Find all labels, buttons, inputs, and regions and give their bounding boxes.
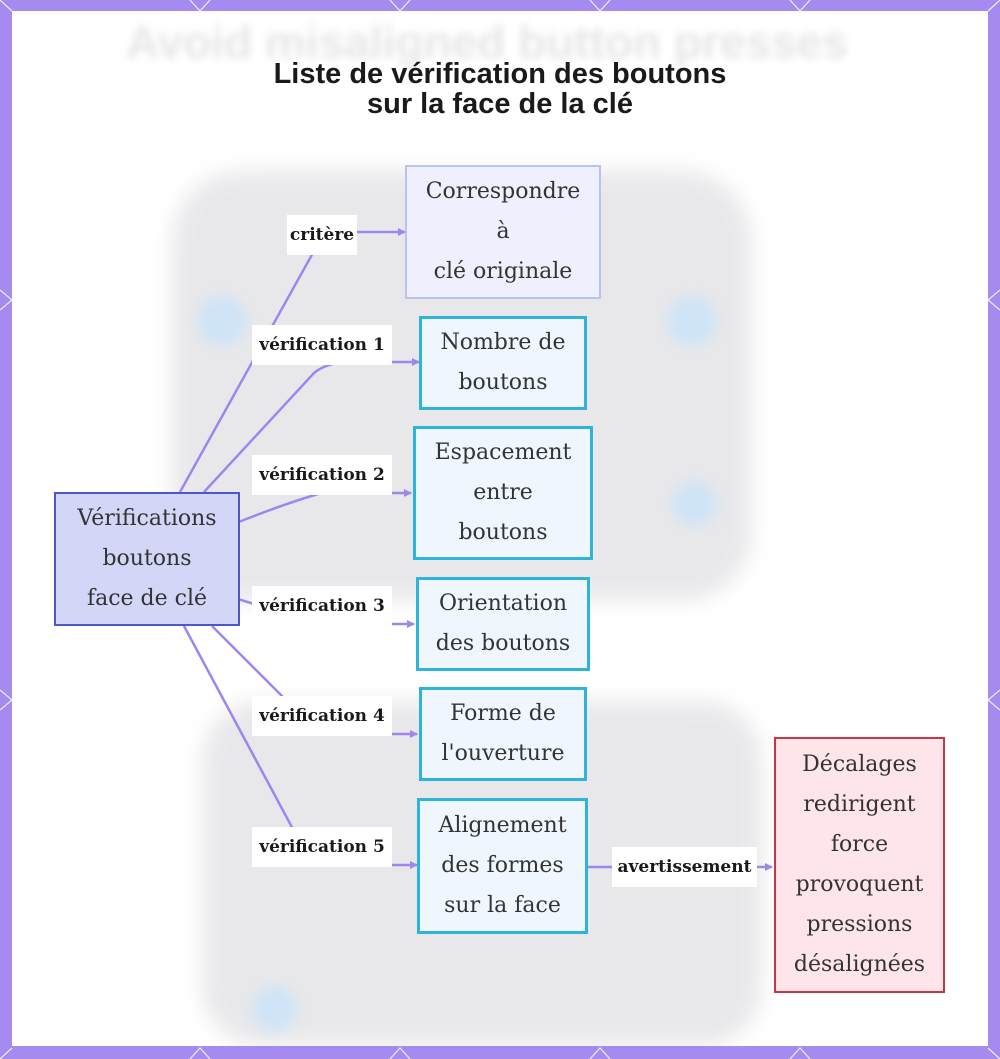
node-check1-line: boutons	[458, 363, 547, 403]
node-check4: Forme de l'ouverture	[419, 687, 587, 781]
node-check2-line: Espacement	[435, 433, 572, 473]
node-check5-line: Alignement	[438, 806, 566, 846]
edge-check2	[236, 493, 411, 523]
edge-label-criterion: critère	[287, 215, 357, 255]
edge-label-check3: vérification 3	[252, 586, 392, 626]
node-check2-line: boutons	[458, 513, 547, 553]
node-root: Vérifications boutons face de clé	[54, 492, 240, 626]
node-warning-line: désalignées	[794, 945, 925, 985]
node-warning-line: Décalages	[802, 745, 917, 785]
node-root-line: face de clé	[87, 579, 207, 619]
node-check4-line: Forme de	[450, 694, 556, 734]
node-check3-line: des boutons	[436, 624, 570, 664]
node-check5: Alignement des formes sur la face	[417, 798, 588, 934]
node-check2-line: entre	[473, 473, 533, 513]
node-criterion-line: clé originale	[434, 252, 573, 292]
diagram-canvas: Avoid misaligned button presses Liste de…	[12, 11, 988, 1046]
edge-label-check5: vérification 5	[252, 827, 392, 867]
edge-label-warning: avertissement	[612, 847, 757, 887]
node-check5-line: des formes	[441, 846, 563, 886]
node-check3-line: Orientation	[439, 584, 567, 624]
node-check1: Nombre de boutons	[419, 316, 587, 410]
node-root-line: boutons	[102, 539, 191, 579]
node-warning-line: pressions	[807, 905, 913, 945]
node-criterion-line: à	[496, 212, 509, 252]
node-warning-line: redirigent	[803, 785, 915, 825]
node-check1-line: Nombre de	[440, 323, 565, 363]
node-check4-line: l'ouverture	[441, 734, 564, 774]
node-warning: Décalages redirigent force provoquent pr…	[774, 737, 945, 993]
edge-label-check2: vérification 2	[252, 455, 392, 495]
node-warning-line: provoquent	[796, 865, 924, 905]
node-criterion-line: Correspondre	[426, 172, 581, 212]
node-check5-line: sur la face	[444, 886, 561, 926]
edge-label-check4: vérification 4	[252, 696, 392, 736]
node-warning-line: force	[831, 825, 888, 865]
edge-label-check1: vérification 1	[252, 325, 392, 365]
node-root-line: Vérifications	[77, 499, 216, 539]
node-check3: Orientation des boutons	[416, 577, 590, 671]
node-criterion: Correspondre à clé originale	[405, 165, 601, 299]
node-check2: Espacement entre boutons	[413, 426, 593, 560]
